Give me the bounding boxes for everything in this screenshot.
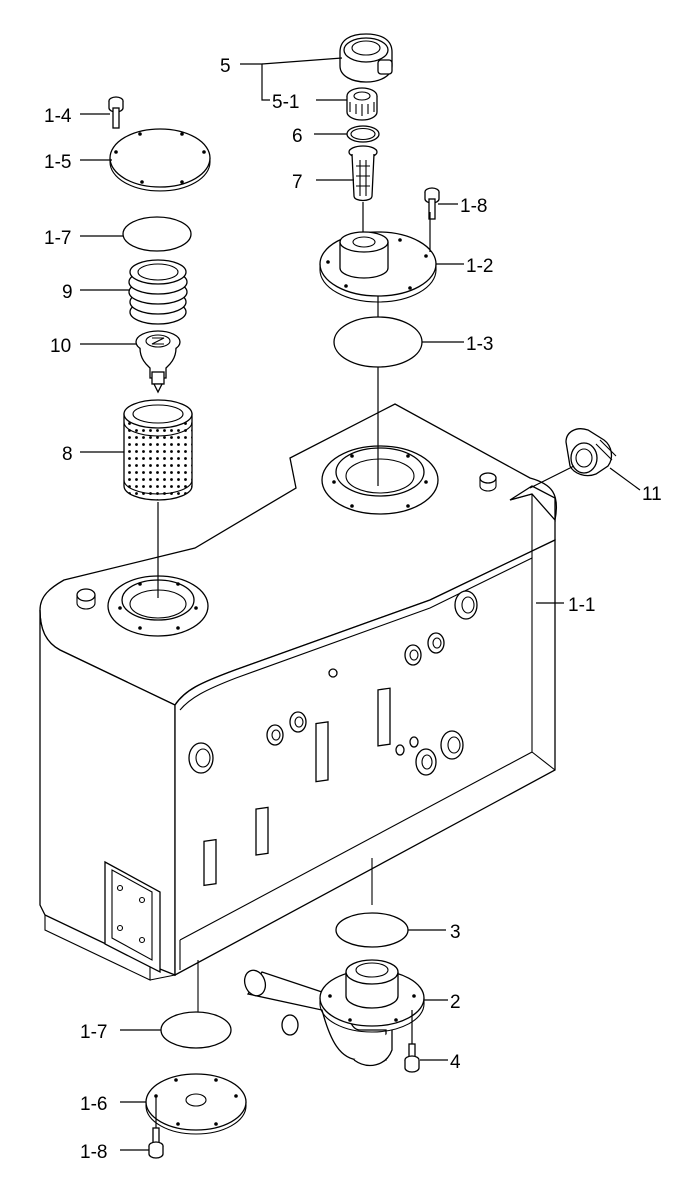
cover-plate-part-1-5 [109, 128, 211, 192]
plug-part-11 [565, 428, 617, 477]
label-5-1: 5-1 [272, 92, 299, 113]
label-10: 10 [50, 336, 71, 357]
drain-cover-part-1-6 [145, 1073, 247, 1135]
bolt-part-1-4 [108, 96, 124, 129]
spring-part-9 [128, 259, 188, 325]
gasket-part-3 [335, 912, 409, 948]
leader-lines [80, 57, 641, 1151]
label-11: 11 [642, 484, 662, 505]
tank-body [39, 403, 557, 1012]
label-2: 2 [450, 992, 461, 1013]
strainer-part-8 [123, 399, 193, 598]
label-1-4: 1-4 [44, 106, 72, 127]
label-6: 6 [292, 126, 303, 147]
label-1-5: 1-5 [44, 152, 71, 173]
bolt-part-1-8-top [424, 187, 440, 220]
label-5: 5 [220, 56, 231, 77]
label-3: 3 [450, 922, 461, 943]
cap-part-5 [339, 33, 393, 83]
label-1-8-top: 1-8 [460, 196, 487, 217]
label-1-7-bottom: 1-7 [80, 1022, 107, 1043]
label-1-2: 1-2 [466, 256, 493, 277]
label-8: 8 [62, 444, 73, 465]
label-1-8-bottom: 1-8 [80, 1142, 107, 1163]
label-1-3: 1-3 [466, 334, 493, 355]
adapter-part-5-1 [346, 87, 378, 121]
label-7: 7 [292, 172, 303, 193]
bolt-part-1-8-bottom [148, 1127, 164, 1159]
label-1-6: 1-6 [80, 1094, 107, 1115]
ring-part-6 [346, 125, 380, 143]
cover-part-1-2 [319, 231, 437, 303]
label-1-7-top: 1-7 [44, 228, 71, 249]
bolt-part-4 [404, 1043, 420, 1073]
valve-part-10 [135, 330, 181, 394]
gasket-part-1-7-top [122, 216, 192, 252]
suction-pipe-part-2 [243, 959, 425, 1067]
label-1-1: 1-1 [568, 595, 595, 616]
part-labels: 5 5-1 6 7 1-8 1-2 1-3 1-4 1-5 1-7 9 10 8… [44, 56, 662, 1163]
front-ports [188, 590, 478, 887]
gasket-part-1-7-bottom [160, 1011, 232, 1049]
label-4: 4 [450, 1052, 461, 1073]
label-9: 9 [62, 282, 73, 303]
strainer-part-7 [348, 145, 378, 236]
